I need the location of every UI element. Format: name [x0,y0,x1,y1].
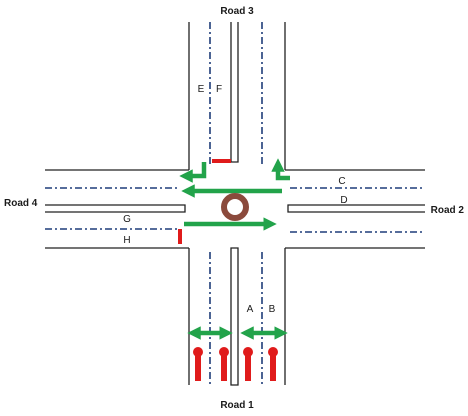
lane-label-h: H [123,235,130,246]
road3-median-island [230,22,239,163]
road2-label: Road 2 [431,205,465,216]
movement-arrows [179,158,290,340]
road1-label: Road 1 [220,400,254,411]
traffic-signal-icon [268,347,278,381]
road2-median-island [287,204,425,213]
right-turn-arrow-north [271,158,290,181]
lane-label-e: E [198,84,205,95]
roundabout-ring-icon [221,193,249,221]
lane-label-g: G [123,214,131,225]
lane-label-a: A [247,304,254,315]
left-turn-arrow-west [179,162,207,183]
road-edges [45,22,425,386]
road1-median-island [230,247,239,386]
lane-label-b: B [269,304,276,315]
road3-label: Road 3 [220,6,254,17]
traffic-signal-icon [193,347,203,381]
lane-label-d: D [340,195,347,206]
road4-label: Road 4 [4,198,38,209]
lane-dividers [45,22,425,385]
lane-label-c: C [338,176,345,187]
traffic-signal-icon [243,347,253,381]
road3-stop-bar [212,159,231,163]
lane-label-f: F [216,84,222,95]
traffic-signals [193,347,278,381]
traffic-signal-icon [219,347,229,381]
road4-stop-bar [178,229,182,244]
stop-bars [178,159,231,244]
road4-median-island [45,204,186,213]
